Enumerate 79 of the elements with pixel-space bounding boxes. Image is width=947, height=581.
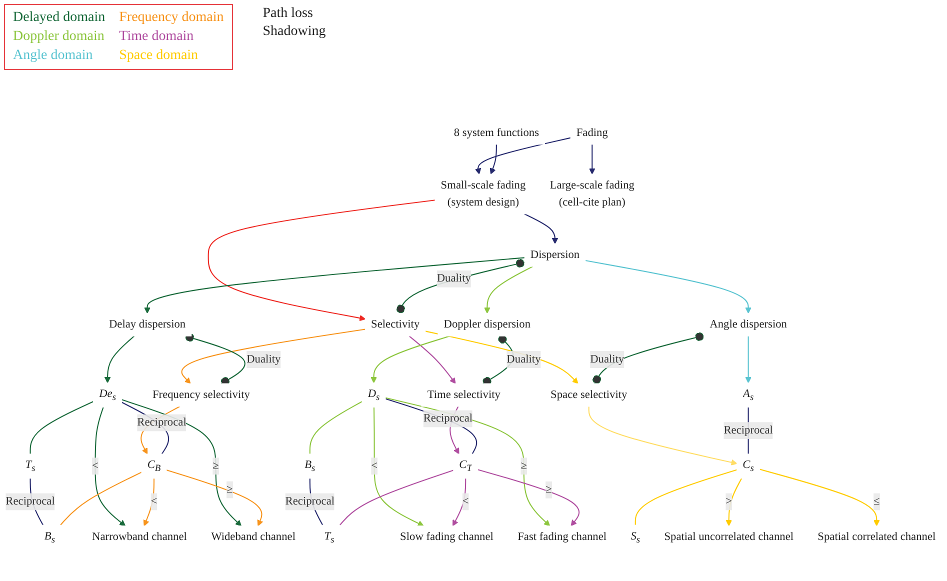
legend-entry: Time domain [119, 29, 195, 45]
edge-label: Reciprocal [423, 412, 473, 424]
connector [634, 469, 738, 526]
node-text: Small-scale fading (system design) [440, 179, 526, 208]
text-label: Path loss [262, 6, 314, 22]
edge-label: Duality [246, 353, 281, 366]
arrow [588, 406, 738, 466]
connector [309, 401, 362, 454]
node-text: Space selectivity [550, 388, 628, 401]
node-text: Fast fading channel [518, 530, 607, 543]
edge-label: Duality [506, 353, 541, 366]
node-text: Wideband channel [211, 530, 296, 543]
edge-label: ≥ [520, 460, 527, 472]
node-text: C$_{B}$ [147, 458, 161, 474]
arrow [452, 478, 466, 526]
edge-label: Reciprocal [6, 495, 55, 508]
node-text: Selectivity [371, 318, 420, 330]
edge-label: Reciprocal [137, 416, 186, 428]
edge-label: Duality [436, 272, 471, 285]
arrow [478, 469, 580, 526]
edge-label: ≥ [212, 460, 219, 472]
arrow [745, 336, 752, 384]
node-text: B$_{s}$ [44, 530, 55, 544]
arrow [143, 478, 155, 526]
edge-label: < [462, 495, 469, 508]
arrow [181, 328, 366, 384]
node-text: Fading [576, 126, 608, 139]
node-text: Dispersion [530, 248, 580, 261]
edge-label: < [150, 495, 158, 508]
edge-label: ≥ [546, 484, 552, 496]
node-text: Large-scale fading (cell-cite plan) [550, 179, 634, 208]
node-text: Narrowband channel [92, 530, 187, 543]
legend-entry: Frequency domain [119, 10, 224, 26]
connector [30, 401, 94, 454]
node-text: Angle dispersion [710, 318, 787, 330]
node-text: T$_{s}$ [324, 530, 334, 544]
edge-label: < [371, 460, 378, 472]
connector [396, 258, 525, 314]
edge-label: Reciprocal [285, 495, 335, 508]
legend-entry: Space domain [119, 48, 200, 64]
edge-label: > [726, 495, 732, 508]
edge-label: < [92, 460, 98, 472]
arrow [759, 468, 880, 526]
node-text: T$_{s}$ [25, 458, 36, 474]
node-text: Spatial uncorrelated channel [664, 530, 794, 543]
connector [60, 472, 142, 526]
arrow [474, 137, 571, 174]
arrow [484, 266, 534, 314]
node-text: Spatial correlated channel [818, 530, 936, 543]
arrow [726, 478, 742, 526]
node-text: B$_{s}$ [304, 458, 316, 474]
edge-label: ≥ [226, 483, 233, 496]
arrow [524, 213, 558, 244]
arrow [144, 257, 525, 314]
node-text: Slow fading channel [400, 530, 494, 543]
edge-label: Duality [590, 353, 624, 366]
arrow [104, 336, 135, 384]
edge-label: ≤ [874, 495, 880, 508]
connector [185, 333, 246, 386]
arrow [166, 470, 264, 526]
arrow [490, 144, 497, 174]
legend-entry: Doppler domain [13, 29, 106, 45]
arrow [208, 200, 436, 322]
legend-entry: Angle domain [13, 48, 94, 64]
arrow [94, 406, 126, 526]
node-text: D$_{s}$ [368, 388, 380, 402]
node-text: C$_{s}$ [742, 458, 754, 474]
legend-entry: Delayed domain [13, 10, 106, 26]
edge-label: Reciprocal [724, 424, 773, 436]
node-text: De$_{s}$ [99, 388, 116, 402]
node-text: 8 system functions [454, 126, 540, 139]
arrow [370, 336, 450, 384]
node-text: S$_{s}$ [630, 530, 640, 544]
arrow [585, 260, 752, 314]
arrow [589, 144, 596, 174]
arrow [373, 407, 424, 526]
arrow [408, 336, 456, 384]
text-label: Shadowing [262, 24, 326, 40]
connector [339, 470, 454, 526]
